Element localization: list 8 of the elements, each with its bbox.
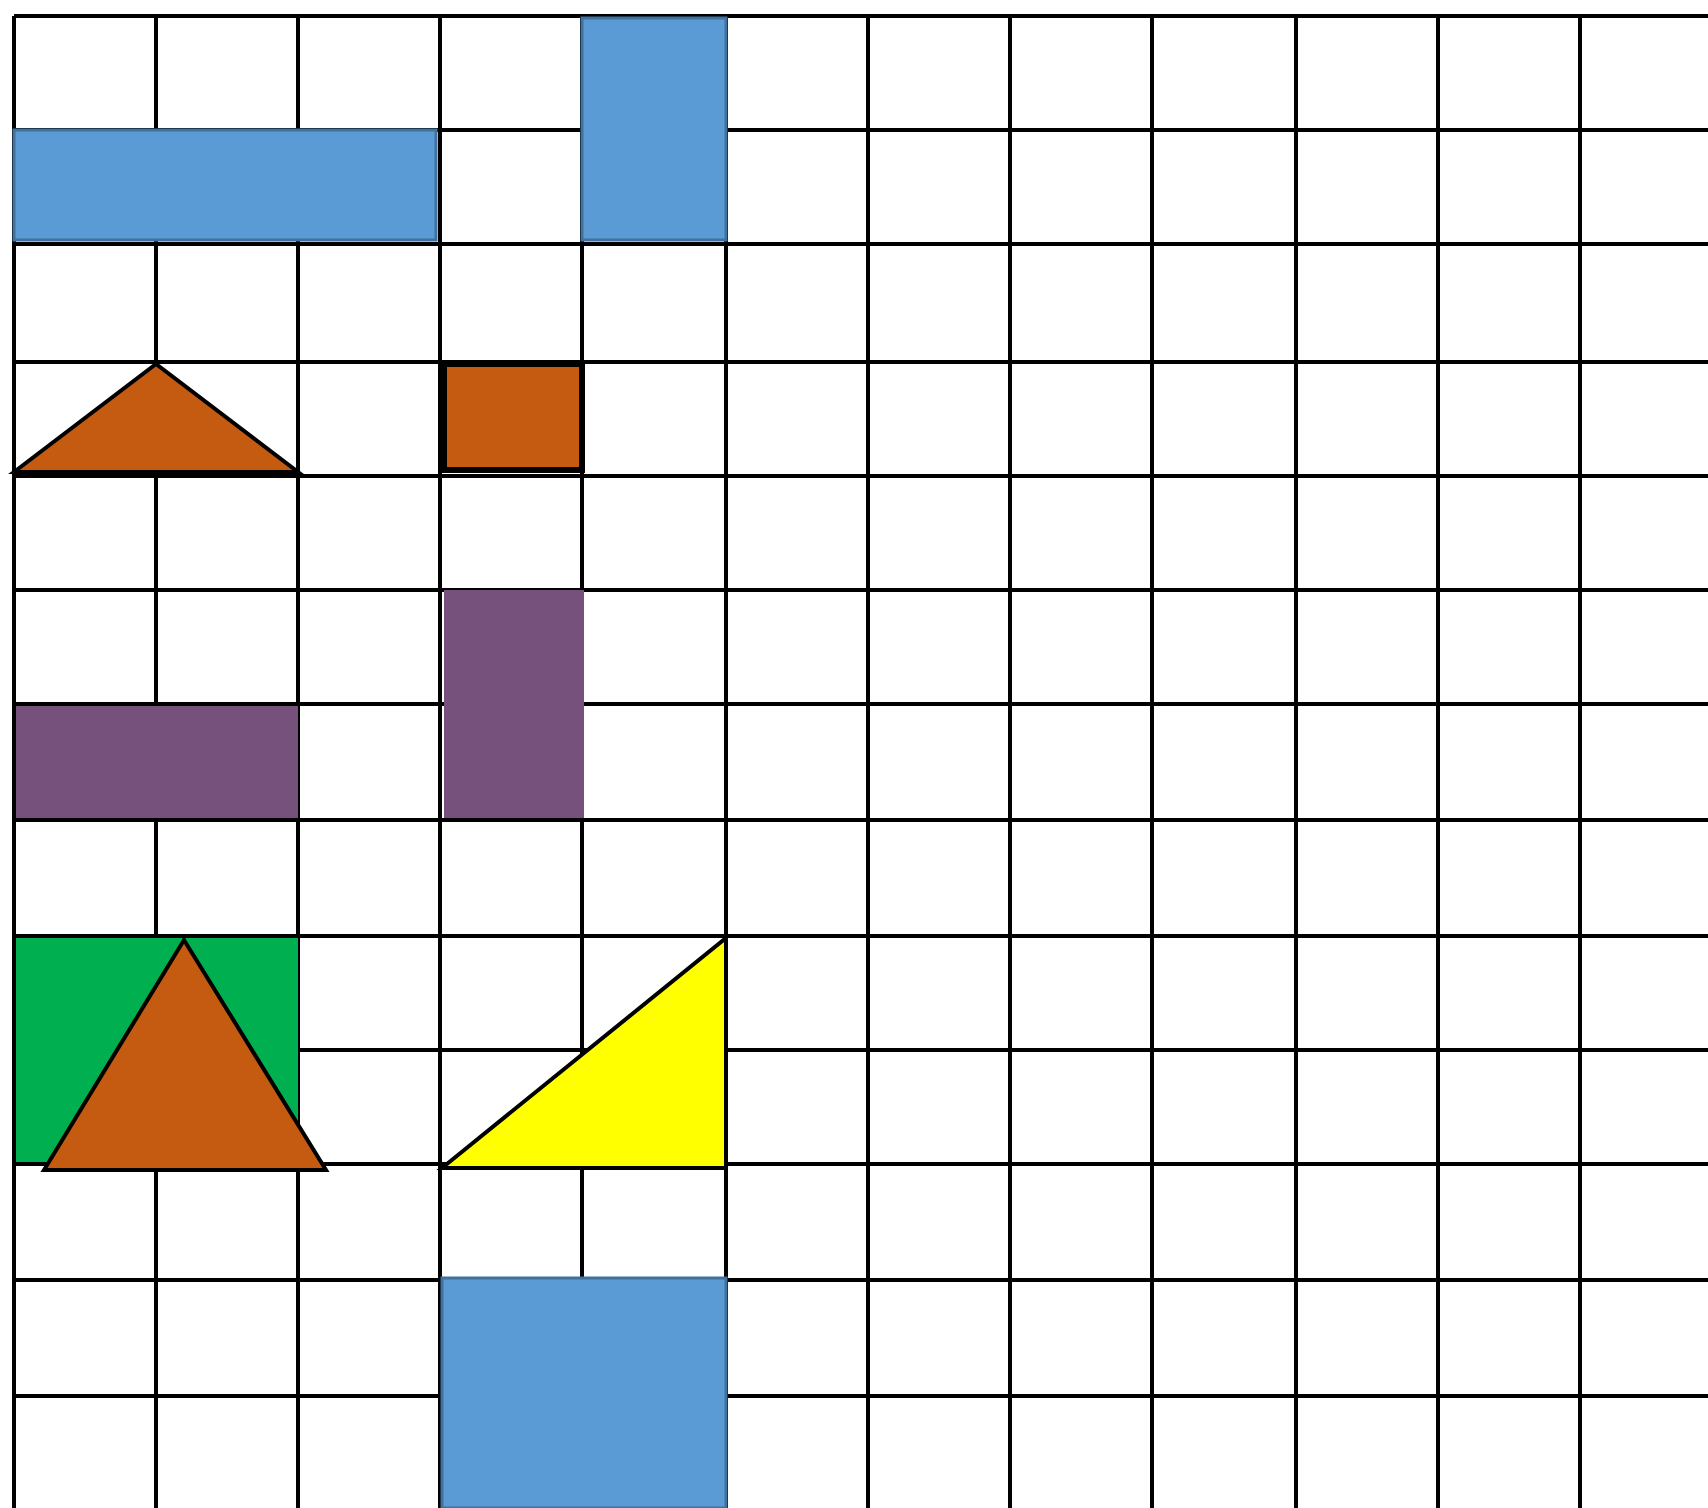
triangle — [8, 361, 304, 474]
rectangle — [16, 706, 298, 818]
triangle — [40, 936, 330, 1172]
rectangle — [444, 590, 584, 818]
square — [441, 361, 585, 473]
rectangle — [580, 16, 728, 242]
rectangle — [12, 128, 438, 242]
right-triangle — [436, 933, 728, 1170]
